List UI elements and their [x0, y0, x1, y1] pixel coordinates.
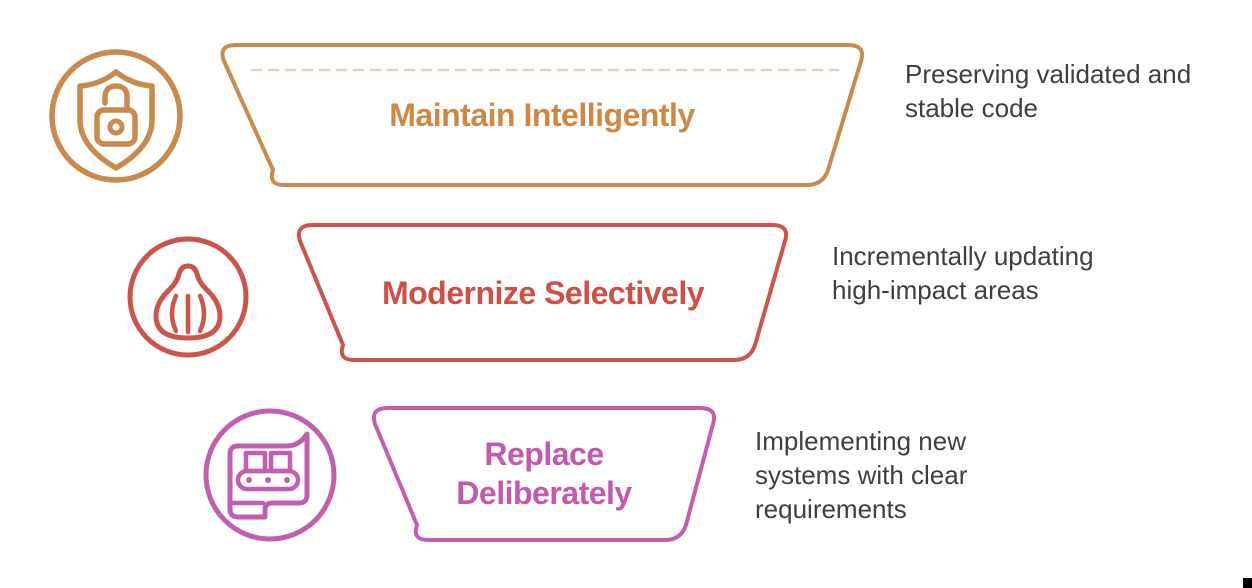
conveyor-belt-icon	[200, 405, 340, 545]
corner-marker	[1243, 578, 1252, 588]
trapezoid-shape	[371, 406, 717, 542]
shield-lock-icon	[46, 46, 186, 186]
trapezoid-shape	[220, 43, 865, 187]
onion-layers-icon	[125, 234, 251, 360]
stage-description: Preserving validated and stable code	[905, 59, 1192, 123]
stage-title: Replace Deliberately	[456, 436, 632, 511]
stage-banner-replace: Replace Deliberately	[364, 402, 724, 546]
stage-title: Modernize Selectively	[381, 274, 705, 311]
stage-description: Implementing new systems with clear requ…	[755, 426, 968, 524]
trapezoid-shape	[296, 223, 789, 362]
stage-banner-maintain: Maintain Intelligently	[212, 39, 872, 191]
stage-description: Incrementally updating high-impact areas	[832, 241, 1094, 305]
stage-title: Maintain Intelligently	[389, 96, 695, 133]
stage-banner-modernize: Modernize Selectively	[289, 219, 797, 367]
